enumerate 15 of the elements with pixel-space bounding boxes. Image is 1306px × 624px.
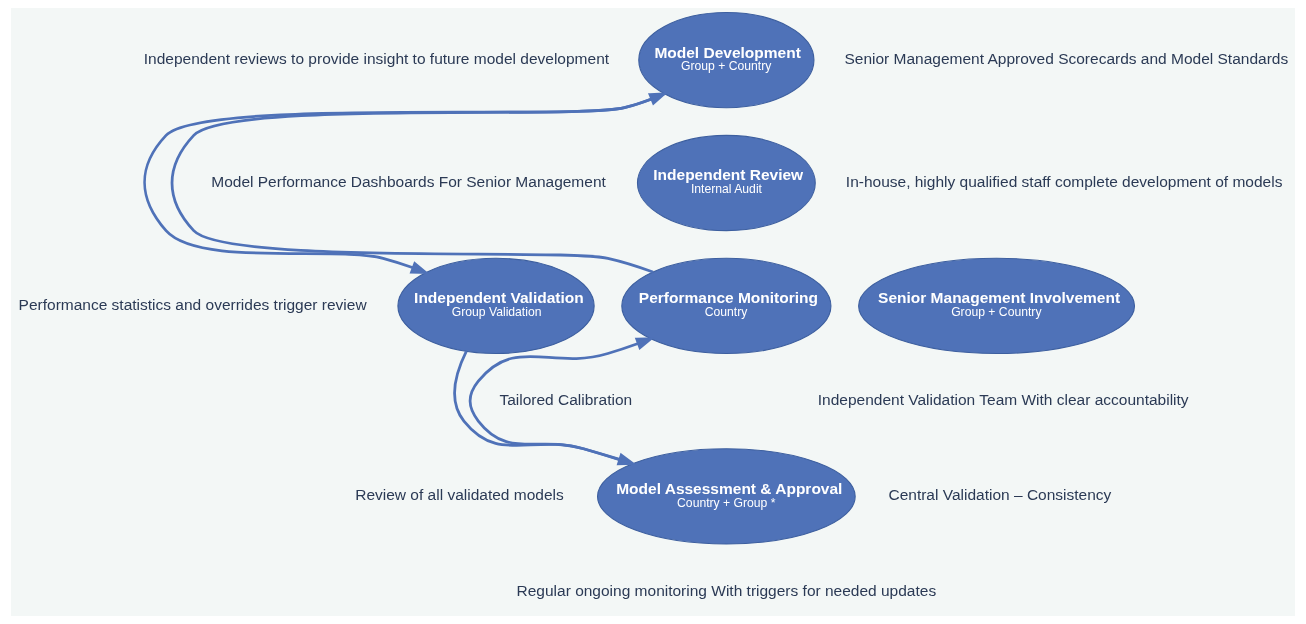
node-ellipse: Independent Validation Group Validation [397, 257, 595, 355]
label: Tailored Calibration [499, 391, 633, 409]
label: In-house, highly qualified staff complete development of models [845, 173, 1283, 191]
label: Performance statistics and overrides trigger review [18, 296, 367, 314]
label: Senior Management Approved Scorecards and Model Standards [844, 50, 1289, 68]
label: Independent reviews to provide insight to future model development [143, 50, 610, 68]
label: Central Validation – Consistency [888, 486, 1112, 504]
node-ellipse: Independent Review Internal Audit [636, 134, 816, 232]
label: Independent Validation Team With clear accountability [817, 391, 1189, 409]
node-ellipse: Performance Monitoring Country [621, 257, 832, 355]
node-ellipse: Model Assessment & Approval Country + Group * [597, 448, 856, 545]
node-ellipse: Senior Management Involvement Group + Country [858, 257, 1136, 355]
label: Regular ongoing monitoring With triggers for needed updates [516, 581, 937, 599]
label: Review of all validated models [355, 486, 564, 504]
label: Model Performance Dashboards For Senior Management [211, 173, 606, 191]
